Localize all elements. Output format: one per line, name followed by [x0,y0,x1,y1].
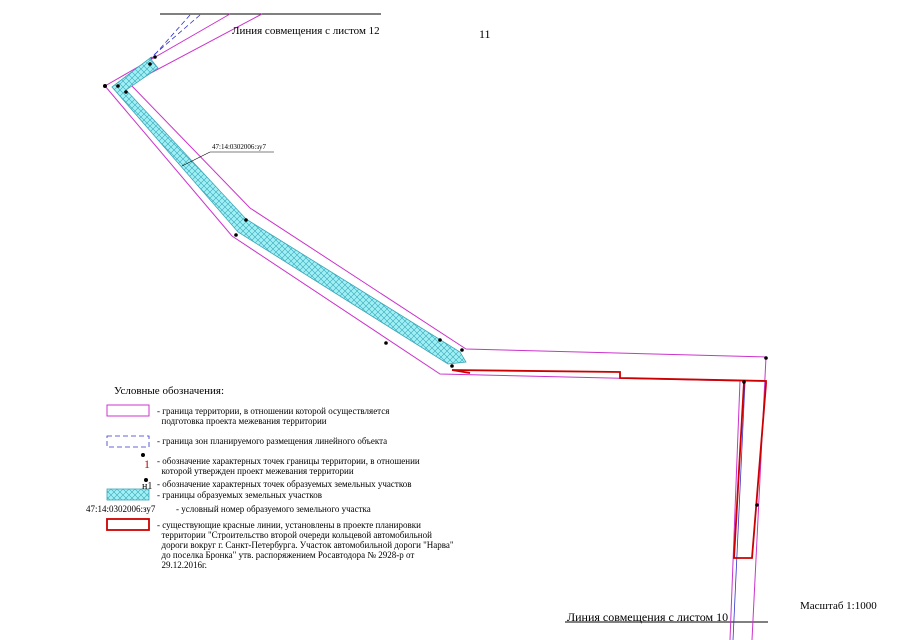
legend-item-territory: - граница территории, в отношении которо… [157,406,390,426]
legend-swatch-territory [106,404,150,417]
legend-title: Условные обозначения: [114,385,225,397]
red-line-corner [451,369,471,374]
legend-swatch-parcel-point [144,478,148,482]
legend-swatch-zone [106,435,150,448]
red-line-vertical [733,381,767,559]
sheet-top-label: Линия совмещения с листом 12 [232,25,380,37]
legend-item-zone: - граница зон планируемого размещения ли… [157,436,388,446]
parcel-area [111,57,467,365]
boundary-points [103,55,768,507]
parcel-label: 47:14:0302006:зу7 [212,143,266,151]
parcel-label-leader [181,151,211,167]
legend-item-parcel-point: - обозначение характерных точек образуем… [157,479,412,489]
legend-item-parcel: - границы образуемых земельных участков [157,490,323,500]
legend-parcel-point-symbol: н1 [142,481,153,492]
legend-swatch-parcel [106,488,150,501]
sheet-number: 11 [479,27,491,41]
legend-point-symbol: 1 [144,457,150,471]
zone-boundary-vertical [732,381,746,640]
red-line-horizontal [451,369,767,384]
sheet-bottom-label: Линия совмещения с листом 10 [567,610,729,624]
legend-item-point: - обозначение характерных точек границы … [157,456,420,476]
legend-item-parcel-number: - условный номер образуемого земельного … [176,504,371,514]
legend-item-red-line: - существующие красные линии, установлен… [157,520,454,570]
scale-label: Масштаб 1:1000 [800,600,877,612]
legend-swatch-red-line [106,518,150,531]
zone-boundary-left [117,14,453,365]
legend-parcel-number-symbol: 47:14:0302006:зу7 [86,504,156,514]
legend-swatch-point [141,453,145,457]
zone-boundary-top [149,14,191,61]
territory-boundary-outer [104,13,741,640]
